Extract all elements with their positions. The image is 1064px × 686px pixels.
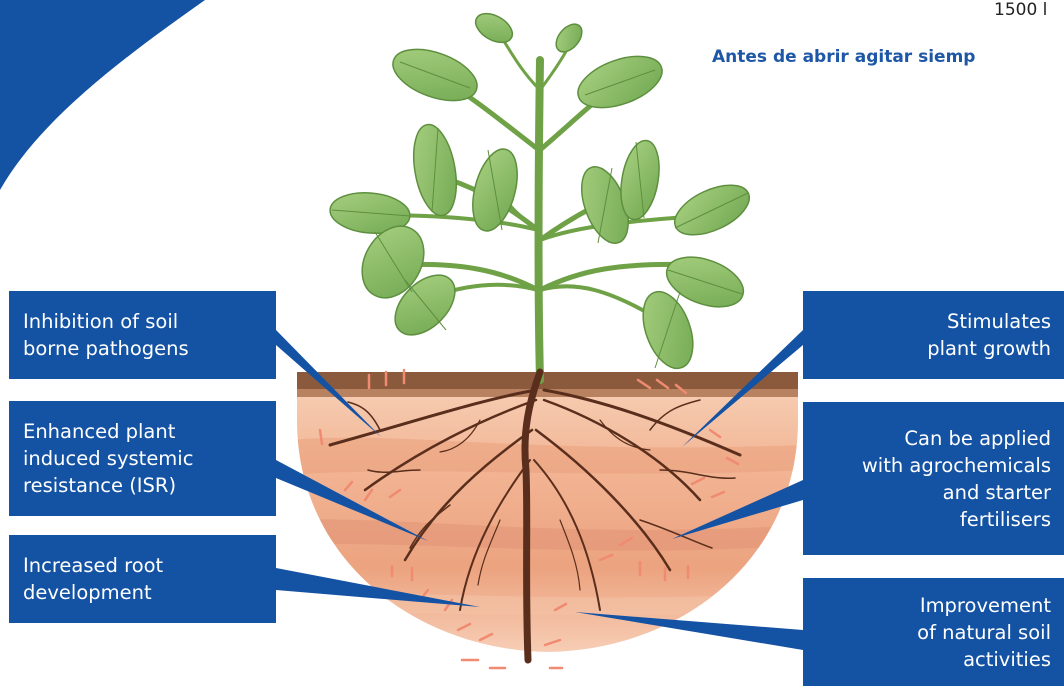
label-line: plant growth — [927, 337, 1051, 360]
label-line: Stimulates — [947, 310, 1051, 333]
label-agrochemicals: Can be applied with agrochemicals and st… — [803, 402, 1064, 555]
plant-leaves — [329, 12, 750, 370]
label-line: induced systemic — [23, 447, 194, 470]
callout-pointers — [276, 330, 803, 650]
pointer-isr — [276, 460, 428, 541]
label-line: Inhibition of soil — [23, 310, 179, 333]
label-line: fertilisers — [959, 507, 1051, 531]
pointer-pathogens — [276, 330, 381, 437]
pointer-agro — [672, 480, 803, 539]
label-line: Improvement — [919, 593, 1051, 617]
label-plant-growth: Stimulates plant growth — [803, 291, 1064, 379]
label-line: resistance (ISR) — [23, 474, 177, 497]
label-systemic-resistance: Enhanced plant induced systemic resistan… — [9, 401, 276, 516]
pointer-soil — [575, 612, 803, 650]
label-line: development — [23, 581, 152, 604]
label-line: Increased root — [23, 554, 164, 577]
soil-cross-section — [297, 372, 798, 652]
leaf-veins — [331, 61, 749, 369]
label-soil-activities: Improvement of natural soil activities — [803, 578, 1064, 686]
pointer-growth — [682, 330, 803, 447]
pointer-root — [276, 568, 480, 607]
label-line: Can be applied — [904, 426, 1051, 450]
label-line: activities — [963, 647, 1051, 671]
label-line: and starter — [942, 480, 1051, 504]
label-line: borne pathogens — [23, 337, 189, 360]
label-line: of natural soil — [917, 620, 1051, 644]
label-root-development: Increased root development — [9, 535, 276, 623]
corner-swoosh — [0, 0, 205, 190]
label-line: Enhanced plant — [23, 420, 176, 443]
label-line: with agrochemicals — [861, 453, 1051, 477]
plant-roots — [328, 368, 742, 664]
shake-warning-text: Antes de abrir agitar siemp — [712, 47, 976, 67]
volume-label: 1500 l — [994, 0, 1048, 20]
label-soil-pathogens: Inhibition of soil borne pathogens — [9, 291, 276, 379]
